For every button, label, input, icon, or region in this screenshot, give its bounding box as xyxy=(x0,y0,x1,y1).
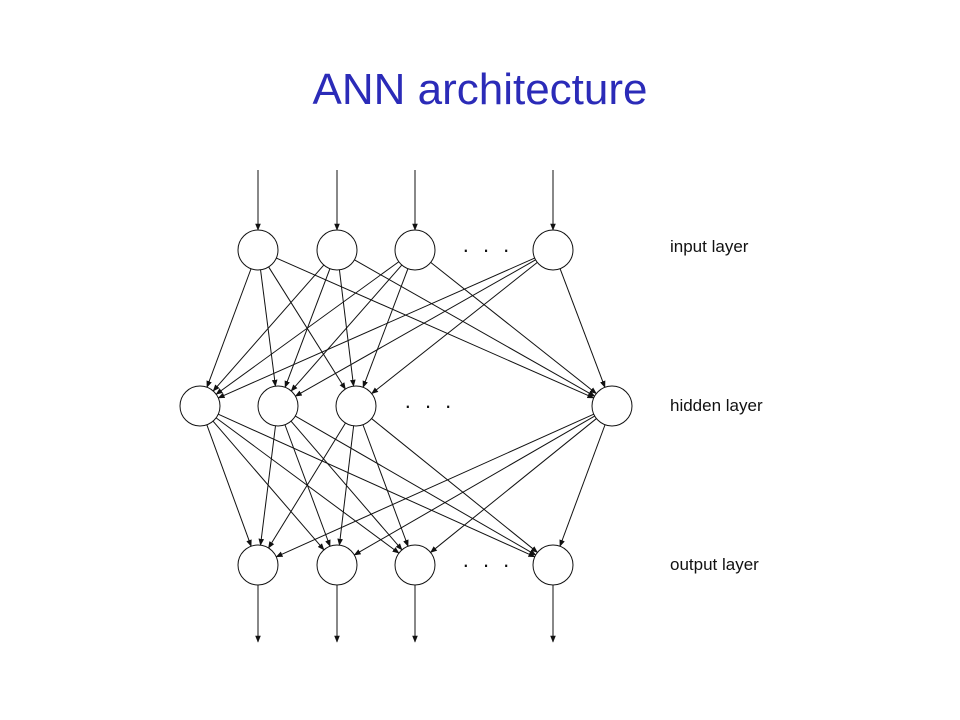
input-layer-label: input layer xyxy=(670,237,749,256)
input-node-2 xyxy=(394,229,436,271)
edge-hidden-2-output-2 xyxy=(362,424,409,547)
input-node-0 xyxy=(237,229,279,271)
output-layer-label: output layer xyxy=(670,555,759,574)
layer-labels: . . . input layer . . . hidden layer . . . ou… xyxy=(405,232,763,574)
output-node-1 xyxy=(316,544,358,586)
edge-hidden-1-output-0 xyxy=(258,425,277,546)
edge-input-1-hidden-0 xyxy=(212,264,325,392)
input-ellipsis: . . . xyxy=(463,232,514,257)
edge-hidden-1-output-3 xyxy=(295,415,537,556)
edge-hidden-3-output-3 xyxy=(559,424,606,547)
output-node-0 xyxy=(237,544,279,586)
edge-input-2-hidden-0 xyxy=(215,261,400,395)
edge-input-3-hidden-3 xyxy=(559,268,606,388)
edge-input-2-hidden-1 xyxy=(290,264,403,392)
edge-input-0-hidden-0 xyxy=(206,268,252,388)
output-node-3 xyxy=(532,544,574,586)
connection-edges xyxy=(206,170,606,643)
output-node-2 xyxy=(394,544,436,586)
edge-input-1-hidden-3 xyxy=(354,259,596,397)
hidden-node-1 xyxy=(257,385,299,427)
edge-hidden-2-output-1 xyxy=(337,425,355,546)
input-node-1 xyxy=(316,229,358,271)
edge-input-3-hidden-0 xyxy=(217,257,535,399)
edge-hidden-3-output-1 xyxy=(353,415,595,556)
edge-hidden-2-output-0 xyxy=(268,422,346,549)
edge-input-2-hidden-2 xyxy=(362,268,409,388)
edge-hidden-0-output-3 xyxy=(218,413,536,558)
edge-hidden-3-output-2 xyxy=(430,418,597,553)
edge-input-3-hidden-2 xyxy=(371,262,538,395)
edge-input-2-hidden-3 xyxy=(430,262,597,395)
output-ellipsis: . . . xyxy=(463,547,514,572)
edge-hidden-3-output-0 xyxy=(275,413,594,558)
edge-input-3-hidden-1 xyxy=(294,259,536,397)
edge-hidden-0-output-0 xyxy=(206,424,252,547)
hidden-layer-label: hidden layer xyxy=(670,396,763,415)
slide-title: ANN architecture xyxy=(312,65,648,114)
edge-hidden-2-output-3 xyxy=(371,418,538,553)
hidden-node-2 xyxy=(335,385,377,427)
hidden-ellipsis: . . . xyxy=(405,388,456,413)
edge-input-0-hidden-3 xyxy=(276,257,595,399)
input-node-3 xyxy=(532,229,574,271)
hidden-node-3 xyxy=(591,385,633,427)
hidden-node-0 xyxy=(179,385,221,427)
neuron-nodes xyxy=(179,229,633,586)
